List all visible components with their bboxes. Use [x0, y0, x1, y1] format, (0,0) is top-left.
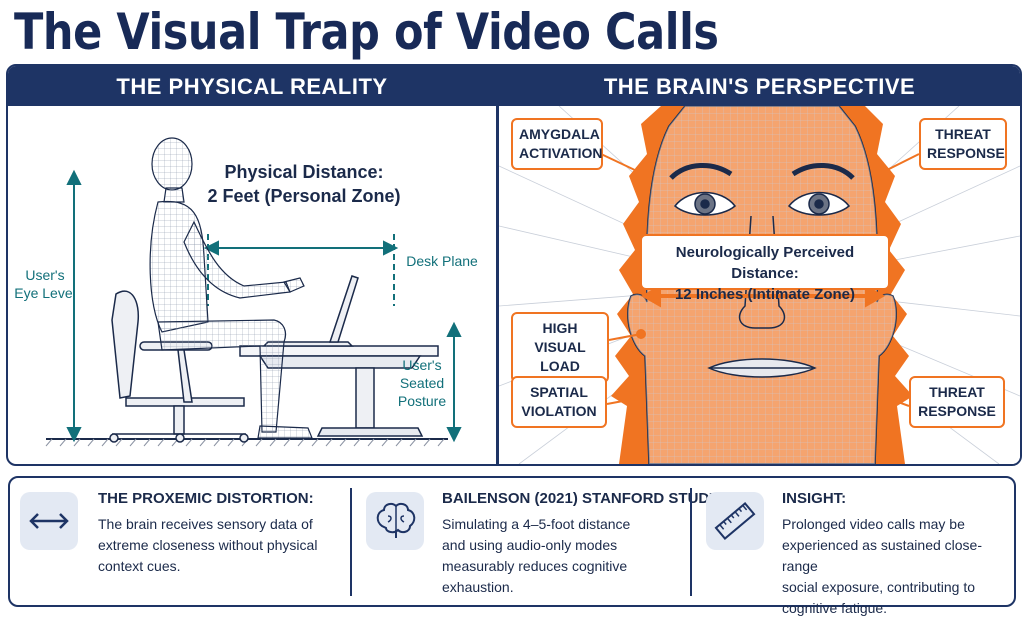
callout-threat-response-bottom: THREAT RESPONSE — [909, 376, 1005, 428]
physical-distance-title: Physical Distance: — [224, 162, 384, 182]
desk-plane-label: Desk Plane — [406, 253, 478, 269]
panel-divider — [496, 66, 499, 464]
perceived-distance-box: Neurologically Perceived Distance: 12 In… — [640, 234, 890, 303]
footer-divider — [690, 488, 692, 596]
footer-divider — [350, 488, 352, 596]
mouth — [707, 358, 817, 378]
double-arrow-icon — [20, 492, 78, 550]
seated-person — [149, 137, 313, 439]
footer-title: BAILENSON (2021) STANFORD STUDY: — [442, 490, 724, 507]
physical-reality-header: THE PHYSICAL REALITY — [8, 66, 496, 106]
physical-distance-value: 2 Feet (Personal Zone) — [207, 186, 401, 206]
posture-label-1: User's — [402, 357, 442, 373]
eye-level-arrow — [66, 169, 82, 443]
brain-icon — [366, 492, 424, 550]
footer-body: Simulating a 4–5-foot distance and using… — [442, 516, 631, 595]
laptop — [262, 275, 359, 347]
footer-body: Prolonged video calls may be experienced… — [782, 516, 983, 616]
brain-perspective-scene: Neurologically Perceived Distance: 12 In… — [499, 106, 1020, 464]
brain-perspective-header: THE BRAIN'S PERSPECTIVE — [499, 66, 1020, 106]
comparison-panels: THE PHYSICAL REALITY THE BRAIN'S PERSPEC… — [6, 64, 1022, 466]
footer-title: THE PROXEMIC DISTORTION: — [98, 490, 314, 507]
eyes — [673, 191, 851, 216]
perceived-distance-arrow — [640, 284, 886, 308]
callout-spatial-violation: SPATIAL VIOLATION — [511, 376, 607, 428]
desk — [239, 345, 439, 437]
perceived-distance-value: 12 Inches (Intimate Zone) — [674, 286, 856, 303]
eye-level-label-1: User's — [25, 267, 65, 283]
posture-arrow — [446, 321, 462, 443]
page-title: The Visual Trap of Video Calls — [14, 3, 719, 61]
seated-user-illustration — [45, 137, 462, 447]
footer-stanford-study: BAILENSON (2021) STANFORD STUDY: Simulat… — [356, 478, 723, 605]
perceived-distance-title: Neurologically Perceived Distance: — [675, 244, 855, 282]
callout-threat-response-top: THREAT RESPONSE — [919, 118, 1007, 170]
footer-title: INSIGHT: — [782, 490, 847, 507]
physical-scene: Physical Distance: 2 Feet (Personal Zone… — [8, 106, 496, 464]
footer-proxemic-distortion: THE PROXEMIC DISTORTION: The brain recei… — [10, 478, 348, 605]
ruler-icon — [706, 492, 764, 550]
posture-label-2: Seated — [399, 375, 445, 391]
footer-insight: INSIGHT: Prolonged video calls may be ex… — [696, 478, 1014, 616]
eye-level-label-2: Eye Level — [14, 285, 76, 301]
posture-label-3: Posture — [397, 393, 447, 409]
office-chair — [109, 290, 249, 443]
footer-panel: THE PROXEMIC DISTORTION: The brain recei… — [8, 476, 1016, 616]
callout-high-visual-load: HIGH VISUAL LOAD — [511, 312, 609, 383]
callout-amygdala-activation: AMYGDALA ACTIVATION — [511, 118, 603, 170]
footer-body: The brain receives sensory data of extre… — [98, 516, 318, 574]
